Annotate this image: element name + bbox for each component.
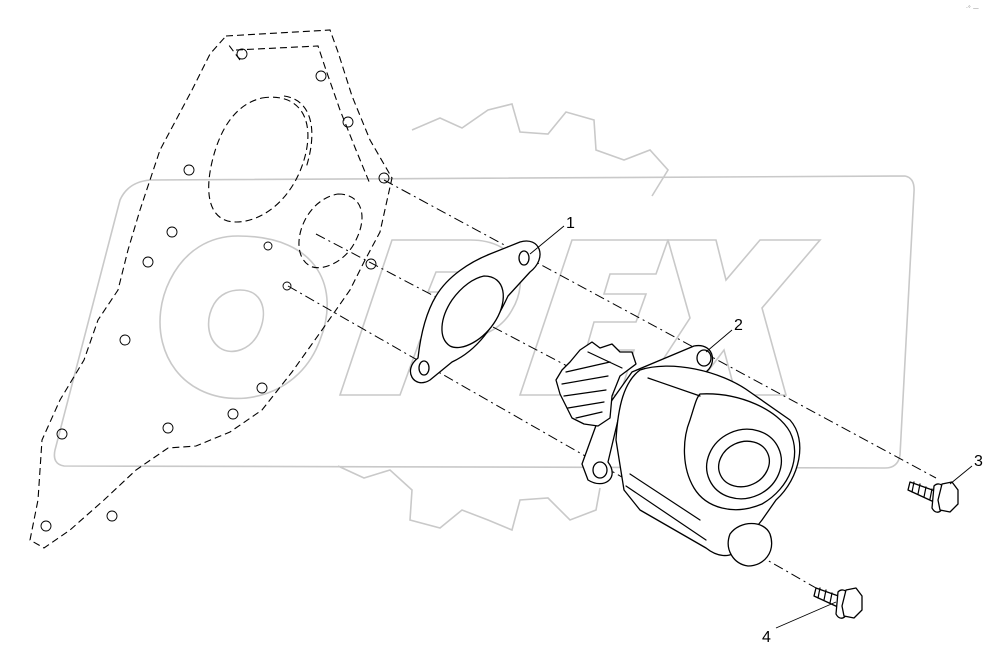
bolt-hole: [342, 116, 354, 128]
bolt-hole: [56, 428, 68, 440]
leader-line-2: [705, 329, 733, 353]
pump-drive-gear: [555, 341, 637, 427]
bolt-hole: [263, 241, 273, 251]
bolt-hole: [282, 281, 292, 291]
plate-holes: [40, 48, 390, 532]
housing-plate-inner-edge: [227, 43, 371, 185]
leader-line-4: [775, 601, 837, 629]
housing-plate: [29, 29, 393, 549]
flange-hole: [696, 349, 712, 367]
pump-outlet-bore: [718, 440, 770, 488]
callout-1: 1: [566, 215, 575, 232]
housing-plate-outline: [29, 29, 393, 549]
bolt-thread: [817, 587, 833, 604]
callout-3: 3: [974, 453, 983, 470]
leader-lines: [529, 225, 973, 629]
callout-4: 4: [762, 629, 771, 646]
gasket-hole: [418, 360, 430, 376]
gasket: [409, 240, 541, 384]
bolt-hole: [106, 510, 118, 522]
bolt-hex-head: [841, 587, 863, 619]
gasket-hole: [518, 250, 530, 266]
bolt-hole: [365, 258, 377, 270]
bolt-hex-head: [937, 481, 959, 513]
watermark: [53, 103, 915, 532]
pump-body-shading: [625, 377, 707, 541]
bolt-hole: [227, 408, 239, 420]
large-bore: [208, 96, 309, 223]
centerline-upper-bolt: [383, 179, 937, 479]
bolt-hole: [40, 520, 52, 532]
bolt-hole: [119, 334, 131, 346]
small-bore: [298, 193, 363, 269]
watermark-banner: [53, 175, 915, 469]
bolt-hole: [256, 382, 268, 394]
bolt-thread: [911, 481, 933, 500]
watermark-gear: [337, 103, 669, 532]
gasket-bore: [441, 275, 504, 349]
pump-base-boss: [727, 522, 773, 567]
flange-bolt-upper: [907, 481, 959, 513]
corner-mark: ·° —: [966, 5, 979, 12]
bolt-hole: [162, 422, 174, 434]
bolt-hole: [142, 256, 154, 268]
watermark-letter-x: [638, 239, 822, 396]
bolt-hole: [315, 70, 327, 82]
gear-teeth: [561, 351, 623, 419]
bolt-hole: [183, 164, 195, 176]
bolt-hole: [166, 226, 178, 238]
flange-bolt-lower: [813, 587, 863, 619]
leader-line-1: [529, 225, 565, 255]
callout-2: 2: [734, 317, 743, 334]
bolt-hole: [378, 172, 390, 184]
leader-line-3: [949, 465, 973, 485]
bolt-hole: [236, 48, 248, 60]
watermark-letter-o: [159, 235, 328, 400]
flange-hole: [592, 461, 608, 479]
large-bore-lip: [283, 95, 313, 169]
pump-assembly: [555, 341, 801, 567]
